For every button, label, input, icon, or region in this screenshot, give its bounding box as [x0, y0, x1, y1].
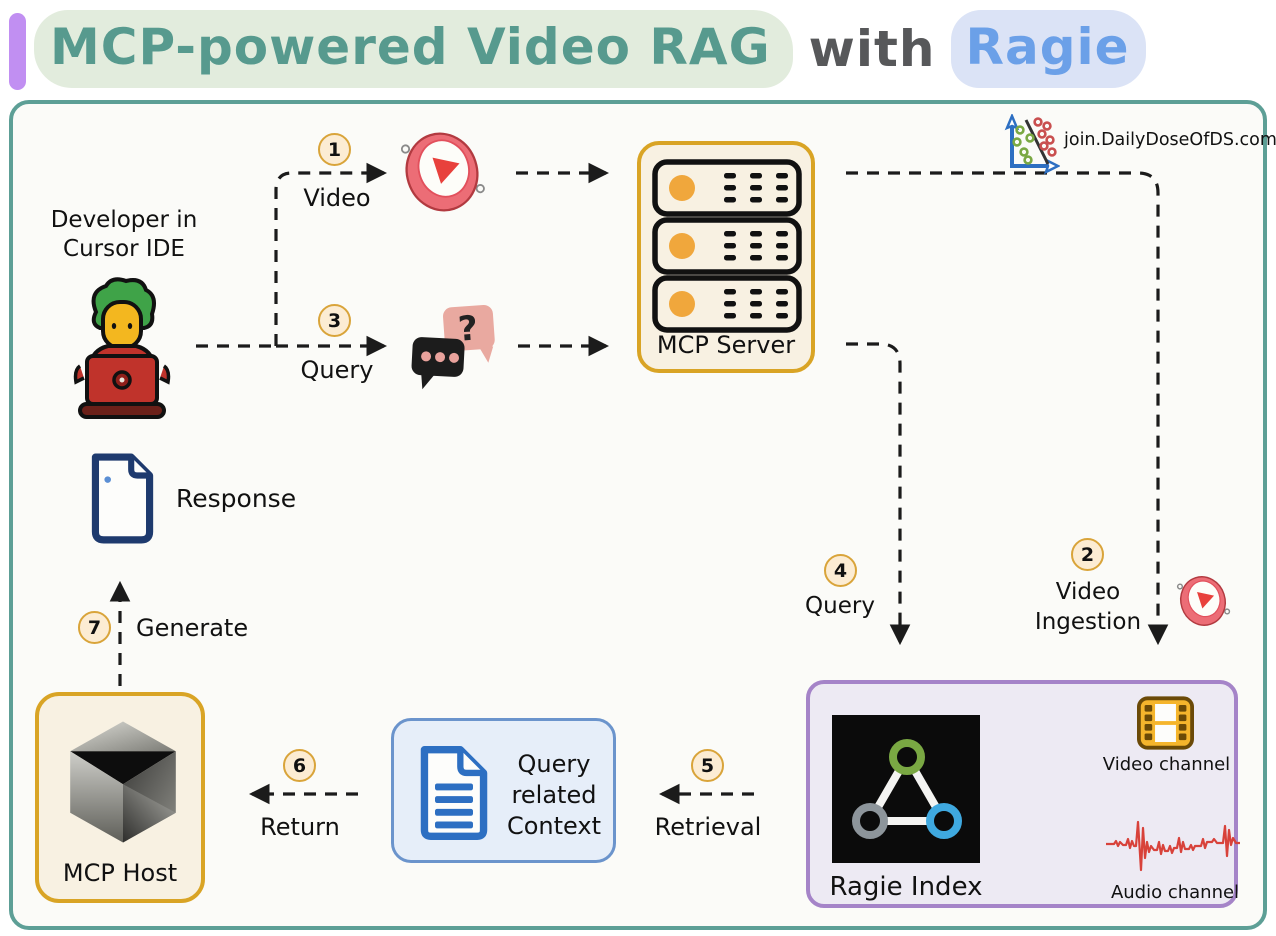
- query-context-label: Query related Context: [506, 750, 602, 841]
- mcp-server-box: MCP Server: [637, 141, 815, 373]
- developer-label: Developer in Cursor IDE: [50, 207, 198, 262]
- mcp-host-box: MCP Host: [35, 692, 205, 903]
- video-play-icon: [400, 132, 485, 212]
- step-badge-5: 5: [691, 749, 724, 782]
- svg-text:?: ?: [457, 309, 479, 350]
- step-badge-2: 2: [1071, 538, 1104, 571]
- title-main: MCP-powered Video RAG: [34, 10, 793, 88]
- mcp-host-cube-icon: [70, 721, 176, 843]
- response-document-icon: [91, 453, 154, 544]
- step-label-query-4: Query: [805, 593, 875, 619]
- step-badge-3: 3: [318, 304, 351, 337]
- page-title: MCP-powered Video RAG with Ragie: [34, 10, 1146, 88]
- step-badge-7: 7: [78, 611, 111, 644]
- step-label-video: Video: [303, 184, 371, 212]
- title-with: with: [808, 20, 936, 78]
- chat-question-icon: ?: [411, 304, 495, 390]
- title-accent-bar: [9, 13, 26, 90]
- ragie-index-box: Ragie Index Video channel Audio channel: [806, 680, 1240, 908]
- step-badge-6: 6: [283, 749, 316, 782]
- ragie-triangle-logo: [832, 715, 980, 863]
- document-icon: [420, 746, 488, 840]
- ragie-index-label: Ragie Index: [829, 872, 983, 902]
- audio-channel-label: Audio channel: [1110, 882, 1240, 903]
- video-play-icon-small: [1176, 576, 1231, 626]
- query-context-box: Query related Context: [391, 718, 616, 863]
- step-label-retrieval: Retrieval: [654, 813, 762, 841]
- developer-at-laptop-icon: [73, 277, 171, 419]
- mcp-host-label: MCP Host: [62, 859, 178, 887]
- watermark-text: join.DailyDoseOfDS.com: [1064, 130, 1276, 150]
- step-label-query-3: Query: [300, 356, 374, 384]
- step-label-return: Return: [260, 813, 340, 841]
- step-label-video-ingestion: Video Ingestion: [1034, 579, 1142, 635]
- audio-waveform-icon: [1106, 820, 1240, 872]
- scatter-plot-icon: [1004, 114, 1060, 175]
- video-channel-label: Video channel: [1102, 754, 1231, 775]
- step-badge-1: 1: [318, 133, 351, 166]
- film-strip-icon: [1137, 696, 1194, 750]
- server-rack-icon: [652, 159, 802, 333]
- step-label-generate: Generate: [136, 614, 249, 642]
- mcp-server-label: MCP Server: [656, 331, 796, 359]
- step-badge-4: 4: [824, 554, 857, 587]
- response-label: Response: [176, 484, 297, 513]
- title-brand: Ragie: [951, 10, 1146, 88]
